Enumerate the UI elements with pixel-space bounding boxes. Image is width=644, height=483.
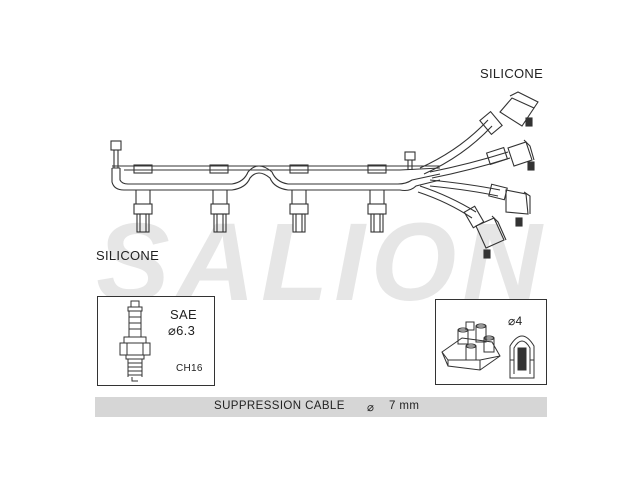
cable-type-label: SUPPRESSION CABLE — [214, 400, 345, 412]
coil-detail-box: ⌀4 — [435, 299, 547, 385]
cable-spec-bar: SUPPRESSION CABLE ⌀ 7 mm — [95, 397, 547, 417]
cable-diameter-value: 7 mm — [389, 400, 420, 412]
plug-boot-4 — [367, 190, 387, 233]
rail-left-post — [113, 150, 119, 168]
cable-rail-inner — [119, 165, 441, 185]
rail-boss-2 — [209, 164, 229, 174]
plug-hex-size: CH16 — [176, 363, 203, 374]
ignition-coil-icon — [441, 321, 535, 379]
rail-boss-4 — [367, 164, 387, 174]
plug-terminal-diameter: ⌀6.3 — [168, 323, 196, 338]
coil-terminal-4 — [463, 205, 507, 259]
coil-terminal-2 — [485, 139, 535, 171]
cable-rail — [111, 168, 441, 192]
plug-boot-3 — [289, 190, 309, 233]
rail-boss-3 — [289, 164, 309, 174]
label-silicone-plug-ends: SILICONE — [96, 248, 160, 263]
plug-boot-2 — [210, 190, 230, 233]
lead-4 — [417, 185, 477, 219]
coil-terminal-1 — [479, 91, 539, 136]
coil-terminal-diameter: ⌀4 — [508, 314, 523, 328]
rail-boss-1 — [133, 164, 153, 174]
spark-plug-icon — [119, 300, 151, 382]
spark-plug-detail-box: SAE ⌀6.3 CH16 — [97, 296, 215, 386]
plug-standard-label: SAE — [170, 307, 197, 322]
coil-terminal-3 — [488, 183, 531, 227]
rail-right-post — [407, 160, 413, 170]
rail-right-clip — [404, 151, 416, 161]
rail-left-clip — [110, 140, 122, 151]
plug-boot-1 — [133, 190, 153, 233]
cable-rail-top — [112, 167, 441, 171]
lead-3 — [429, 179, 501, 197]
lead-1 — [419, 119, 493, 175]
diameter-symbol: ⌀ — [367, 402, 375, 414]
label-silicone-coil-ends: SILICONE — [480, 66, 544, 81]
